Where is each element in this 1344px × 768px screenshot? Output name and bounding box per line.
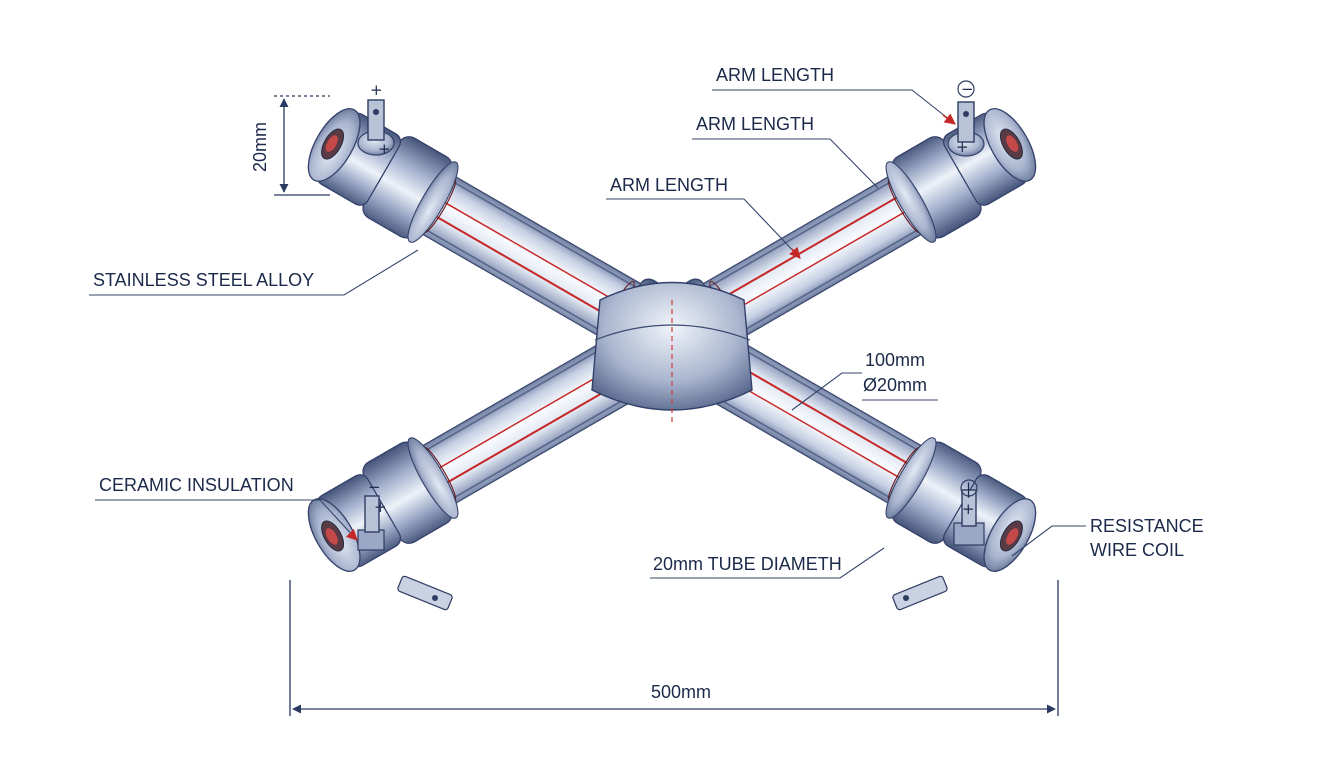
terminal-tab-icon-top-left: + + [357, 81, 395, 158]
terminal-tab-icon-bottom-left: − + [357, 478, 453, 611]
label-resistance-line1: RESISTANCE [1090, 516, 1204, 536]
terminal-bottom-right-lower: + [962, 500, 975, 518]
callout-ceramic: CERAMIC INSULATION [95, 475, 358, 541]
dimension-tube-height: 20mm [250, 95, 330, 196]
label-stainless: STAINLESS STEEL ALLOY [93, 270, 314, 290]
terminal-bottom-right-symbol: | [966, 480, 971, 498]
terminal-tab-icon-bottom-right: | + [892, 479, 985, 611]
label-arm-length-3: ARM LENGTH [610, 175, 728, 195]
callout-diameter: 100mm Ø20mm [791, 350, 938, 411]
terminal-top-left-symbol: + [370, 81, 383, 99]
terminal-top-left-lower: + [378, 140, 391, 158]
label-tube-diameter: 20mm TUBE DIAMETH [653, 554, 842, 574]
center-hub [591, 281, 753, 425]
label-diameter-100: 100mm [865, 350, 925, 370]
terminal-top-right-symbol: − [961, 80, 974, 98]
label-diameter-20: Ø20mm [863, 375, 927, 395]
callout-arm-length-3: ARM LENGTH [606, 175, 801, 259]
terminal-top-right-lower: + [956, 138, 969, 156]
callout-stainless: STAINLESS STEEL ALLOY [89, 249, 419, 296]
callout-tube-diameter: 20mm TUBE DIAMETH [650, 547, 885, 579]
label-arm-length-2: ARM LENGTH [696, 114, 814, 134]
terminal-bottom-left-symbol: − [368, 478, 381, 496]
label-arm-length-1: ARM LENGTH [716, 65, 834, 85]
dimension-overall-width: 500mm [289, 580, 1059, 716]
callout-resistance: RESISTANCE WIRE COIL [1011, 516, 1204, 560]
callout-arm-length-2: ARM LENGTH [692, 114, 879, 189]
terminal-bottom-left-lower: + [374, 498, 387, 516]
label-ceramic: CERAMIC INSULATION [99, 475, 294, 495]
terminal-tab-icon-top-right: − + [947, 80, 985, 157]
label-resistance-line2: WIRE COIL [1090, 540, 1184, 560]
label-tube-height: 20mm [250, 122, 270, 172]
callout-arm-length-1: ARM LENGTH [712, 65, 956, 125]
label-overall-width: 500mm [651, 682, 711, 702]
